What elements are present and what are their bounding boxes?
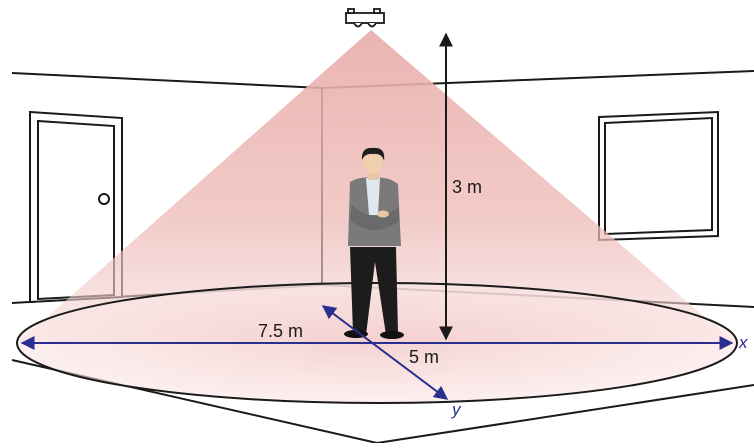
left-ceiling-edge — [11, 72, 323, 89]
ceiling-sensor-icon — [345, 8, 385, 28]
y-axis-label: y — [451, 400, 462, 419]
y-axis-arrow — [321, 305, 449, 400]
width-label: 7.5 m — [258, 321, 303, 341]
depth-label: 5 m — [409, 347, 439, 367]
floor-front-right-edge — [376, 384, 754, 444]
door-knob — [98, 193, 110, 205]
window-icon — [598, 110, 719, 242]
height-label: 3 m — [452, 177, 482, 197]
x-axis-label: x — [738, 333, 748, 352]
